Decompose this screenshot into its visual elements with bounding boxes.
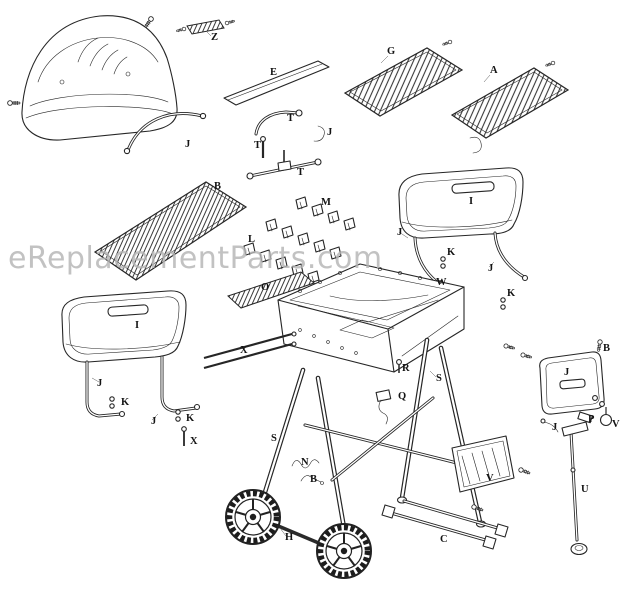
part-label-K: K — [447, 247, 456, 258]
warming-rack-part — [343, 39, 464, 117]
part-label-B: B — [214, 181, 221, 192]
part-label-R: R — [402, 363, 410, 374]
part-label-M: M — [321, 197, 331, 208]
side-panel-part — [539, 351, 605, 415]
curved-handle-part — [123, 112, 207, 155]
part-label-Q: Q — [398, 391, 406, 402]
clip-hardware-rows — [243, 196, 356, 284]
grease-tray-part — [451, 435, 515, 493]
part-label-Z: Z — [211, 32, 218, 43]
small-grate-part — [227, 271, 315, 309]
part-label-K: K — [121, 397, 130, 408]
bottom-brace-part — [381, 499, 509, 550]
part-label-C: C — [440, 534, 448, 545]
part-label-T: T — [297, 167, 304, 178]
regulator-hardware-parts — [540, 339, 613, 433]
cart-frame-part — [232, 337, 487, 559]
part-label-T: T — [287, 113, 294, 124]
part-label-S: S — [436, 373, 442, 384]
cooking-grate-part — [450, 60, 570, 154]
part-label-E: E — [270, 67, 277, 78]
part-label-L: L — [248, 234, 255, 245]
left-side-shelf-part — [61, 290, 201, 446]
part-label-J: J — [488, 263, 493, 274]
part-label-K: K — [186, 413, 195, 424]
part-label-J: J — [552, 422, 557, 433]
part-label-X: X — [240, 345, 248, 356]
mount-bracket-part — [175, 18, 236, 35]
lid-part — [21, 15, 178, 141]
part-label-P: P — [588, 414, 595, 425]
part-label-H: H — [285, 532, 293, 543]
part-label-T: T — [254, 140, 261, 151]
leader-lines — [91, 30, 495, 537]
part-label-J: J — [185, 139, 190, 150]
part-label-J: J — [564, 367, 569, 378]
rear-leg-part — [561, 421, 589, 556]
part-label-G: G — [387, 46, 395, 57]
rear-wheel — [316, 523, 372, 579]
part-label-B: B — [310, 474, 317, 485]
wheels-part — [225, 489, 372, 579]
part-label-J: J — [397, 227, 402, 238]
tube-handle-parts — [246, 109, 325, 180]
part-label-V: V — [612, 419, 620, 430]
handle-bar-part — [223, 60, 330, 106]
part-label-V: V — [486, 473, 494, 484]
support-rods-part — [203, 331, 297, 370]
watermark: eReplacementParts.com — [8, 241, 383, 276]
firebox-body-part — [277, 263, 465, 373]
part-label-J: J — [97, 378, 102, 389]
front-wheel — [225, 489, 281, 545]
part-label-X: X — [190, 436, 198, 447]
part-label-A: A — [490, 65, 498, 76]
part-label-S: S — [271, 433, 277, 444]
part-label-U: U — [581, 484, 589, 495]
part-label-J: J — [327, 127, 332, 138]
part-label-I: I — [135, 320, 139, 331]
part-label-O: O — [261, 282, 269, 293]
part-label-N: N — [301, 457, 309, 468]
wire-parts — [291, 359, 402, 485]
part-label-J: J — [151, 416, 156, 427]
charcoal-grate-part — [93, 181, 248, 281]
part-label-B: B — [603, 343, 610, 354]
part-label-K: K — [507, 288, 516, 299]
part-label-W: W — [436, 277, 447, 288]
part-label-I: I — [469, 196, 473, 207]
